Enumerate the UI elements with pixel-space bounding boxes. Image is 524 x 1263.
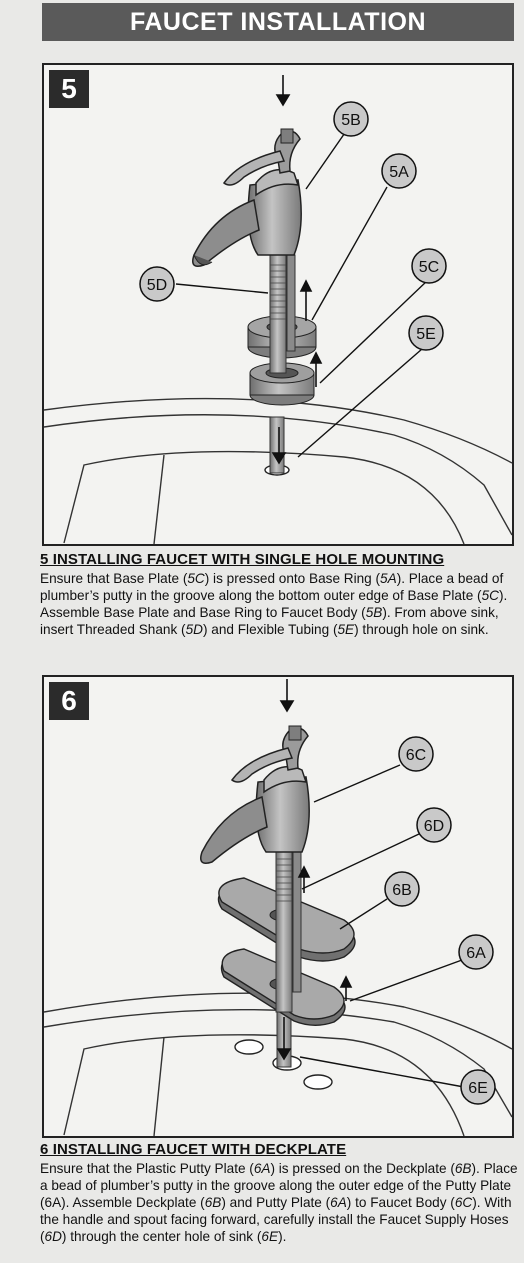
part-reference: 6A: [330, 1195, 347, 1210]
part-reference: 6E: [261, 1229, 279, 1244]
part-reference: 5D: [185, 622, 203, 637]
part-reference: 5B: [365, 605, 383, 620]
sink-hole-right: [303, 1074, 333, 1090]
svg-text:6C: 6C: [406, 747, 426, 764]
step-5-body: Ensure that Base Plate (5C) is pressed o…: [40, 571, 508, 637]
part-reference: 6B: [204, 1195, 222, 1210]
callout-5e: 5E: [408, 315, 444, 351]
svg-text:6A: 6A: [466, 945, 486, 962]
step-6-number: 6: [49, 682, 89, 720]
callout-leaders: [299, 764, 465, 1088]
install-arrows: [271, 75, 323, 465]
callout-5c: 5C: [411, 248, 447, 284]
step-6-body: Ensure that the Plastic Putty Plate (6A)…: [40, 1161, 518, 1244]
step-6-diagram: 6: [42, 675, 514, 1138]
part-reference: 6B: [454, 1161, 472, 1176]
svg-text:6B: 6B: [392, 882, 412, 899]
part-reference: 5C: [187, 571, 205, 586]
supply-hoses: [275, 851, 302, 1013]
step-5-number: 5: [49, 70, 89, 108]
faucet-body: [200, 725, 310, 864]
step-5-heading: 5 INSTALLING FAUCET WITH SINGLE HOLE MOU…: [40, 551, 445, 568]
step-5-diagram: 5: [42, 63, 514, 546]
callout-6b: 6B: [384, 871, 420, 907]
svg-text:6D: 6D: [424, 818, 444, 835]
part-reference: 5E: [337, 622, 355, 637]
callout-5a: 5A: [381, 153, 417, 189]
svg-text:5B: 5B: [341, 112, 361, 129]
svg-text:5E: 5E: [416, 326, 436, 343]
callout-6d: 6D: [416, 807, 452, 843]
callout-6e: 6E: [460, 1069, 496, 1105]
callout-5b: 5B: [333, 101, 369, 137]
step-5-instructions: 5 INSTALLING FAUCET WITH SINGLE HOLE MOU…: [40, 551, 518, 638]
install-arrows: [276, 679, 353, 1061]
step-6-illustration: 6C 6D 6B 6A 6E: [44, 679, 512, 1136]
callout-5d: 5D: [139, 266, 175, 302]
part-reference: 6A: [253, 1161, 271, 1176]
part-reference: 6C: [454, 1195, 473, 1210]
svg-text:6E: 6E: [468, 1080, 488, 1097]
step-6-instructions: 6 INSTALLING FAUCET WITH DECKPLATE Ensur…: [40, 1141, 518, 1245]
page-title: FAUCET INSTALLATION: [42, 3, 514, 41]
callout-6c: 6C: [398, 736, 434, 772]
part-reference: 5C: [481, 588, 499, 603]
step-6-heading: 6 INSTALLING FAUCET WITH DECKPLATE: [40, 1141, 347, 1158]
callout-6a: 6A: [458, 934, 494, 970]
threaded-shank-lower: [269, 416, 285, 474]
svg-text:5D: 5D: [147, 277, 167, 294]
sink-hole-left: [234, 1039, 264, 1055]
sink-basin: [44, 397, 512, 544]
svg-text:5C: 5C: [419, 259, 439, 276]
svg-text:5A: 5A: [389, 164, 409, 181]
part-reference: 6D: [44, 1229, 62, 1244]
step-5-illustration: 5B 5A 5C 5D 5E: [44, 75, 512, 544]
faucet-body: [192, 128, 302, 267]
part-reference: 5A: [380, 571, 397, 586]
callout-leaders: [175, 126, 429, 458]
